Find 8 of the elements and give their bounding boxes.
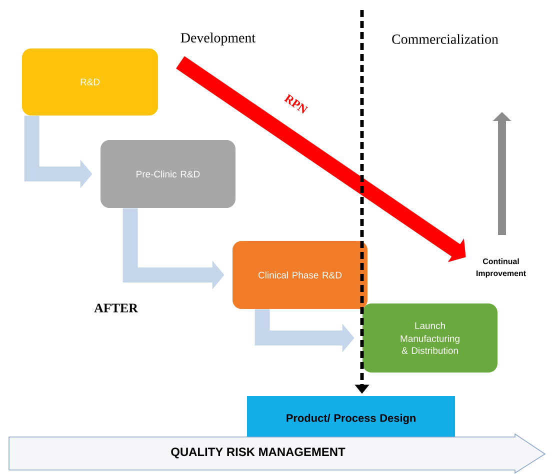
process-box: Pre-Clinic R&D bbox=[100, 140, 236, 208]
phase-text: AFTER bbox=[94, 304, 138, 312]
process-box: R&D bbox=[22, 48, 158, 116]
edge-label: RPN bbox=[284, 94, 308, 114]
heading-text: Commercialization bbox=[392, 34, 498, 44]
process-box: Clinical Phase R&D bbox=[232, 241, 368, 309]
heading-text: Development bbox=[180, 32, 256, 46]
process-box: Launch Manufacturing & Distribution bbox=[362, 304, 498, 372]
